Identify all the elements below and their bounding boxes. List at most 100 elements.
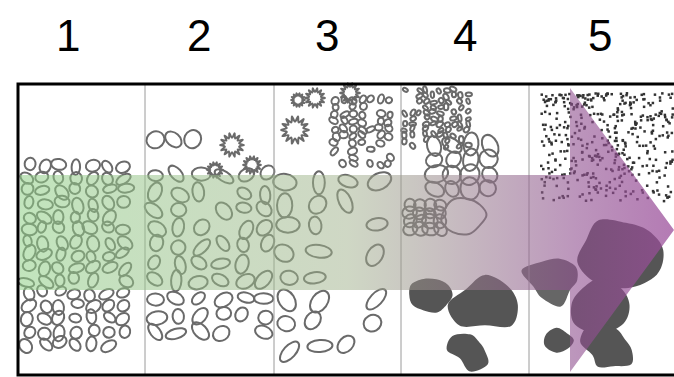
- particle: [546, 105, 549, 108]
- cell-shapes: [16, 83, 674, 371]
- frame-border: [18, 84, 674, 375]
- fragmented-cell: [220, 133, 244, 156]
- particle: [616, 148, 619, 151]
- particle: [603, 120, 606, 123]
- particle: [672, 107, 674, 110]
- particle: [659, 112, 662, 115]
- particle: [630, 113, 633, 116]
- cell-outline: [358, 139, 366, 145]
- particle: [545, 135, 548, 138]
- cell-outline: [341, 96, 346, 103]
- particle: [652, 191, 655, 194]
- cell-outline: [430, 100, 437, 104]
- particle: [551, 171, 554, 174]
- particle: [653, 145, 656, 148]
- cell-outline: [438, 97, 445, 104]
- particle: [562, 97, 565, 100]
- cell-outline: [466, 92, 472, 96]
- particle: [599, 118, 602, 121]
- particle: [659, 96, 662, 99]
- particle: [657, 115, 660, 118]
- cell-outline: [307, 339, 333, 353]
- particle: [622, 148, 625, 151]
- particle: [622, 139, 625, 142]
- particle: [634, 123, 637, 126]
- particle: [649, 115, 652, 118]
- cell-outline: [416, 98, 423, 105]
- particle: [626, 158, 629, 161]
- cell-outline: [357, 130, 367, 140]
- particle: [606, 92, 609, 95]
- cell-outline: [452, 92, 456, 98]
- particle: [667, 185, 670, 188]
- particle: [615, 131, 618, 134]
- particle: [631, 166, 634, 169]
- column-number: 4: [453, 14, 477, 58]
- particle: [607, 130, 610, 133]
- particle: [554, 169, 557, 172]
- particle: [671, 116, 674, 119]
- particle: [600, 113, 603, 116]
- cell-outline: [424, 113, 431, 120]
- particle: [596, 94, 599, 97]
- cell-outline: [233, 305, 251, 324]
- cell-outline: [409, 142, 416, 150]
- particle: [544, 101, 547, 104]
- particle: [620, 93, 623, 96]
- cell-outline: [348, 102, 357, 111]
- cell-outline: [387, 111, 393, 118]
- cell-outline: [85, 336, 97, 352]
- particle: [654, 113, 657, 116]
- cell-outline: [36, 311, 54, 327]
- particle: [633, 96, 636, 99]
- cell-outline: [84, 158, 101, 173]
- particle: [632, 161, 635, 164]
- cell-outline: [332, 103, 339, 110]
- cell-outline: [456, 98, 463, 105]
- fragmented-cell: [291, 93, 305, 107]
- particle: [643, 98, 646, 101]
- particle: [593, 113, 596, 116]
- cell-outline: [465, 108, 472, 114]
- particle: [658, 170, 661, 173]
- particle: [559, 150, 562, 153]
- cell-outline: [376, 161, 385, 170]
- particle: [671, 93, 674, 96]
- particle: [621, 99, 624, 102]
- cell-outline: [118, 325, 131, 339]
- cell-outline: [375, 124, 383, 130]
- cell-outline: [24, 157, 36, 170]
- fragmented-cell: [281, 116, 309, 143]
- particle: [606, 124, 609, 127]
- particle: [655, 138, 658, 141]
- cell-outline: [444, 103, 449, 110]
- cell-outline: [384, 160, 392, 168]
- progression-arrow: [20, 88, 674, 372]
- particle: [587, 98, 590, 101]
- particle: [668, 122, 671, 125]
- particle: [628, 157, 631, 160]
- particle: [638, 145, 641, 148]
- cell-outline: [422, 92, 429, 99]
- cell-outline: [450, 116, 457, 121]
- particle: [664, 151, 667, 154]
- cell-outline: [301, 308, 324, 332]
- particle: [547, 99, 550, 102]
- particle: [624, 145, 627, 148]
- cell-outline: [256, 308, 275, 326]
- particle: [621, 119, 624, 122]
- particle: [548, 154, 551, 157]
- particle: [612, 114, 615, 117]
- particle: [635, 99, 638, 102]
- particle: [664, 116, 667, 119]
- cell-outline: [114, 159, 131, 174]
- particle: [541, 140, 544, 143]
- cell-outline: [147, 293, 165, 306]
- particle: [615, 140, 618, 143]
- cell-outline: [457, 126, 463, 132]
- particle: [650, 118, 653, 121]
- particle: [614, 125, 617, 128]
- particle: [656, 181, 659, 184]
- particle: [550, 126, 553, 129]
- cell-outline: [466, 98, 471, 104]
